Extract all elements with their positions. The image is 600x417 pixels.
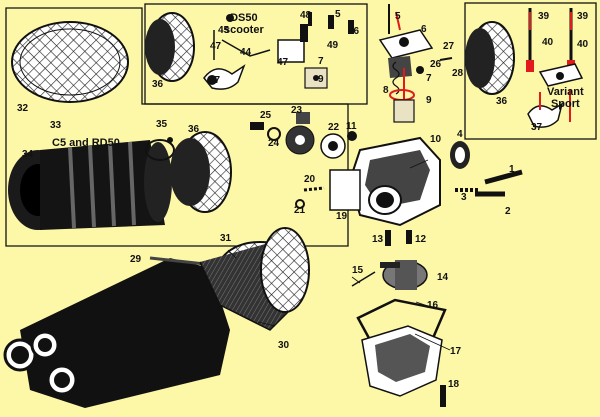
part-label-3: 3 bbox=[461, 192, 467, 203]
part-label-6: 6 bbox=[421, 24, 427, 35]
part-label-10: 10 bbox=[430, 134, 442, 145]
choke-23-22 bbox=[285, 112, 357, 159]
part-label-5a: 5 bbox=[395, 11, 401, 22]
panel-title-c5-rd50: C5 and RD50 bbox=[52, 137, 120, 149]
slide-valve-assembly bbox=[378, 4, 453, 123]
part-label-29: 29 bbox=[130, 254, 142, 265]
panel-title-ds50: DS50 scooter bbox=[224, 12, 264, 36]
part-label-49: 49 bbox=[327, 40, 339, 51]
part-label-35: 35 bbox=[156, 119, 168, 130]
part-label-7a: 7 bbox=[426, 73, 432, 84]
part-label-2: 2 bbox=[505, 206, 511, 217]
part-label-19: 19 bbox=[336, 211, 348, 222]
part-label-12: 12 bbox=[415, 234, 427, 245]
part-label-36b: 36 bbox=[152, 79, 164, 90]
part-label-31: 31 bbox=[220, 233, 232, 244]
gasket-16 bbox=[356, 298, 447, 347]
part-label-48: 48 bbox=[300, 10, 312, 21]
part-label-13: 13 bbox=[372, 234, 384, 245]
part-label-27: 27 bbox=[443, 41, 455, 52]
part-label-21: 21 bbox=[294, 205, 306, 216]
panel-title-ds50-line2: scooter bbox=[224, 24, 264, 37]
float-bowl-17 bbox=[361, 325, 446, 407]
part-label-5b: 5 bbox=[335, 9, 341, 20]
part-label-40a: 40 bbox=[542, 37, 554, 48]
part-label-7b: 7 bbox=[318, 56, 324, 67]
part-label-14: 14 bbox=[437, 272, 449, 283]
part-label-33: 33 bbox=[50, 120, 62, 131]
clamp-35 bbox=[145, 137, 175, 161]
throttle-screw-20-21 bbox=[295, 186, 325, 209]
panel-title-variant-line2: Sport bbox=[550, 98, 580, 111]
part-label-16: 16 bbox=[427, 300, 439, 311]
linkage-ds50 bbox=[213, 12, 354, 89]
leader-lines bbox=[227, 159, 451, 351]
needles-39-40-variant bbox=[526, 8, 584, 122]
part-label-26: 26 bbox=[430, 59, 442, 70]
part-label-20: 20 bbox=[304, 174, 316, 185]
part-label-25: 25 bbox=[260, 110, 272, 121]
part-label-28: 28 bbox=[452, 68, 464, 79]
panel-variant-sport-outline bbox=[464, 2, 597, 140]
float-14 bbox=[351, 260, 428, 290]
part-label-22: 22 bbox=[328, 122, 340, 133]
part-label-8: 8 bbox=[383, 85, 389, 96]
part-label-47b: 47 bbox=[277, 57, 289, 68]
mesh-element-30 bbox=[199, 227, 310, 331]
part-label-47a: 47 bbox=[210, 41, 222, 52]
part-label-36a: 36 bbox=[188, 124, 200, 135]
filter-36-ds50 bbox=[145, 12, 195, 82]
air-box-29 bbox=[3, 256, 230, 408]
part-label-39a: 39 bbox=[538, 11, 550, 22]
part-label-24: 24 bbox=[268, 138, 280, 149]
filter-36-variant bbox=[465, 21, 515, 95]
jets-13-12 bbox=[385, 230, 412, 246]
part-label-11: 11 bbox=[346, 121, 357, 132]
part-label-40b: 40 bbox=[577, 39, 589, 50]
lever-37-variant bbox=[527, 92, 564, 128]
part-label-37a: 37 bbox=[209, 75, 221, 86]
part-label-15: 15 bbox=[352, 265, 364, 276]
panel-ds50-scooter-outline bbox=[144, 3, 368, 105]
part-label-44: 44 bbox=[240, 47, 252, 58]
filter-ring-4 bbox=[450, 141, 470, 169]
part-label-23: 23 bbox=[291, 105, 303, 116]
panel-title-variant-sport: Variant Sport bbox=[547, 86, 584, 110]
carburettor-body-10 bbox=[329, 136, 441, 227]
part-label-18: 18 bbox=[448, 379, 460, 390]
lever-37-ds50 bbox=[203, 64, 246, 90]
filter-36-left bbox=[170, 131, 232, 213]
part-label-45: 45 bbox=[218, 25, 230, 36]
part-label-9a: 9 bbox=[426, 95, 432, 106]
part-label-9b: 9 bbox=[318, 74, 324, 85]
part-label-46: 46 bbox=[348, 26, 360, 37]
part-label-30: 30 bbox=[278, 340, 290, 351]
adjuster-screws-1-2-3 bbox=[455, 169, 523, 197]
part-label-1: 1 bbox=[509, 164, 515, 175]
part-label-4: 4 bbox=[457, 129, 463, 140]
part-label-17: 17 bbox=[450, 346, 462, 357]
screws-25-24 bbox=[250, 122, 281, 141]
mesh-filter-32 bbox=[11, 21, 129, 103]
part-label-34: 34 bbox=[22, 149, 34, 160]
part-label-37b: 37 bbox=[531, 122, 543, 133]
part-label-32: 32 bbox=[17, 103, 29, 114]
panel-title-variant-line1: Variant bbox=[547, 86, 584, 98]
part-label-36c: 36 bbox=[496, 96, 508, 107]
rubber-bellows-34 bbox=[8, 140, 172, 230]
part-label-39b: 39 bbox=[577, 11, 589, 22]
panel-title-ds50-line1: DS50 bbox=[230, 12, 258, 24]
